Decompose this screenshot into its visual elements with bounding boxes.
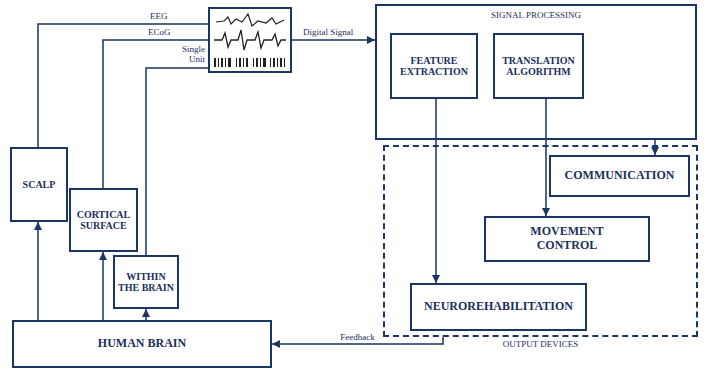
flow-arrow — [37, 222, 39, 320]
process-box: TRANSLATION ALGORITHM — [493, 33, 584, 99]
edge-label: Feedback — [338, 332, 376, 342]
output-group: OUTPUT DEVICESCOMMUNICATIONMOVEMENT CONT… — [383, 145, 698, 337]
box-label: COMMUNICATION — [565, 169, 675, 183]
processing-group: SIGNAL PROCESSING FEATURE EXTRACTION TRANS… — [375, 4, 697, 140]
flow-arrow — [102, 252, 104, 320]
ecog-wave — [214, 30, 286, 50]
digital-signal-arrow — [291, 39, 375, 41]
single-unit-line — [146, 68, 209, 255]
brain-box: HUMAN BRAIN — [12, 320, 272, 368]
group-heading: SIGNAL PROCESSING — [377, 10, 695, 20]
sensor-box: WITHIN THE BRAIN — [113, 255, 179, 309]
signal-label: Single Unit — [172, 44, 205, 65]
output-box: COMMUNICATION — [549, 155, 690, 197]
flow-arrow — [654, 140, 656, 155]
box-label: MOVEMENT CONTROL — [522, 225, 612, 253]
flow-arrow — [435, 99, 437, 283]
box-label: NEUROREHABILITATION — [424, 300, 573, 314]
signal-label: Digital Signal — [303, 27, 353, 37]
box-label: HUMAN BRAIN — [98, 337, 186, 351]
box-label: FEATURE EXTRACTION — [392, 55, 476, 78]
eeg-line — [38, 24, 209, 147]
flow-arrow — [145, 309, 147, 320]
box-label: CORTICAL SURFACE — [71, 209, 136, 232]
box-label: SCALP — [23, 179, 56, 191]
output-box: NEUROREHABILITATION — [410, 283, 587, 331]
signal-picture — [209, 8, 291, 72]
ecog-line — [103, 40, 209, 188]
eeg-wave — [216, 14, 284, 26]
box-label: WITHIN THE BRAIN — [115, 271, 177, 294]
sensor-box: SCALP — [10, 147, 68, 222]
spike-train — [214, 58, 285, 67]
flow-arrow — [545, 99, 547, 216]
process-box: FEATURE EXTRACTION — [390, 33, 478, 99]
group-heading: OUTPUT DEVICES — [385, 339, 696, 349]
box-label: TRANSLATION ALGORITHM — [495, 55, 582, 78]
output-box: MOVEMENT CONTROL — [484, 216, 650, 262]
sensor-box: CORTICAL SURFACE — [69, 188, 138, 252]
signal-label: ECoG — [148, 27, 171, 37]
signal-label: EEG — [150, 11, 168, 21]
